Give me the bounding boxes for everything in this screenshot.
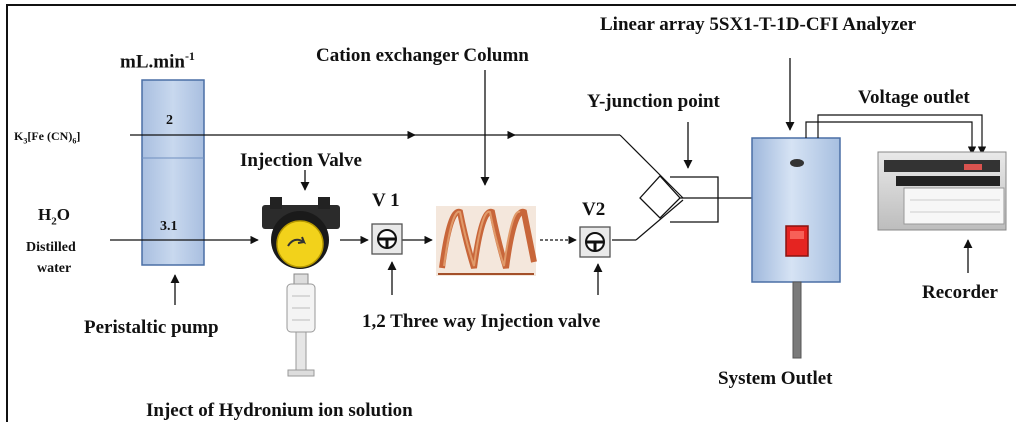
water-label: water bbox=[37, 261, 72, 276]
cation-exchanger-column bbox=[436, 206, 537, 276]
recorder-label: Recorder bbox=[922, 282, 998, 303]
analyzer-unit bbox=[751, 137, 841, 283]
analyzer-label: Linear array 5SX1-T-1D-CFI Analyzer bbox=[600, 14, 917, 35]
three-way-valve-label: 1,2 Three way Injection valve bbox=[362, 311, 601, 332]
system-outlet-label: System Outlet bbox=[718, 368, 833, 389]
inject-hydronium-label: Inject of Hydronium ion solution bbox=[146, 400, 413, 421]
system-outlet-pipe bbox=[792, 281, 802, 359]
reagent-label: K3[Fe (CN)6] bbox=[14, 129, 81, 146]
injection-valve bbox=[262, 197, 340, 269]
recorder-device bbox=[877, 151, 1007, 231]
y-junction-label: Y-junction point bbox=[587, 91, 720, 112]
injection-valve-label: Injection Valve bbox=[240, 150, 362, 171]
peristaltic-pump bbox=[141, 79, 205, 266]
water-formula-label: H2O bbox=[38, 205, 70, 228]
cation-column-label: Cation exchanger Column bbox=[316, 45, 529, 66]
valve-v1 bbox=[371, 223, 403, 255]
v1-label: V 1 bbox=[372, 190, 400, 211]
v2-label: V2 bbox=[582, 199, 606, 220]
peristaltic-pump-label: Peristaltic pump bbox=[84, 317, 219, 338]
flow-rate-unit: mL.min-1 bbox=[120, 49, 195, 73]
figure-frame bbox=[6, 4, 1016, 422]
y-junction bbox=[639, 175, 681, 219]
pump-rate-reagent: 2 bbox=[166, 113, 173, 128]
valve-v2 bbox=[579, 226, 611, 258]
pump-rate-water: 3.1 bbox=[160, 219, 178, 234]
syringe bbox=[286, 273, 316, 377]
distilled-label: Distilled bbox=[26, 240, 76, 255]
voltage-outlet-label: Voltage outlet bbox=[858, 87, 970, 108]
